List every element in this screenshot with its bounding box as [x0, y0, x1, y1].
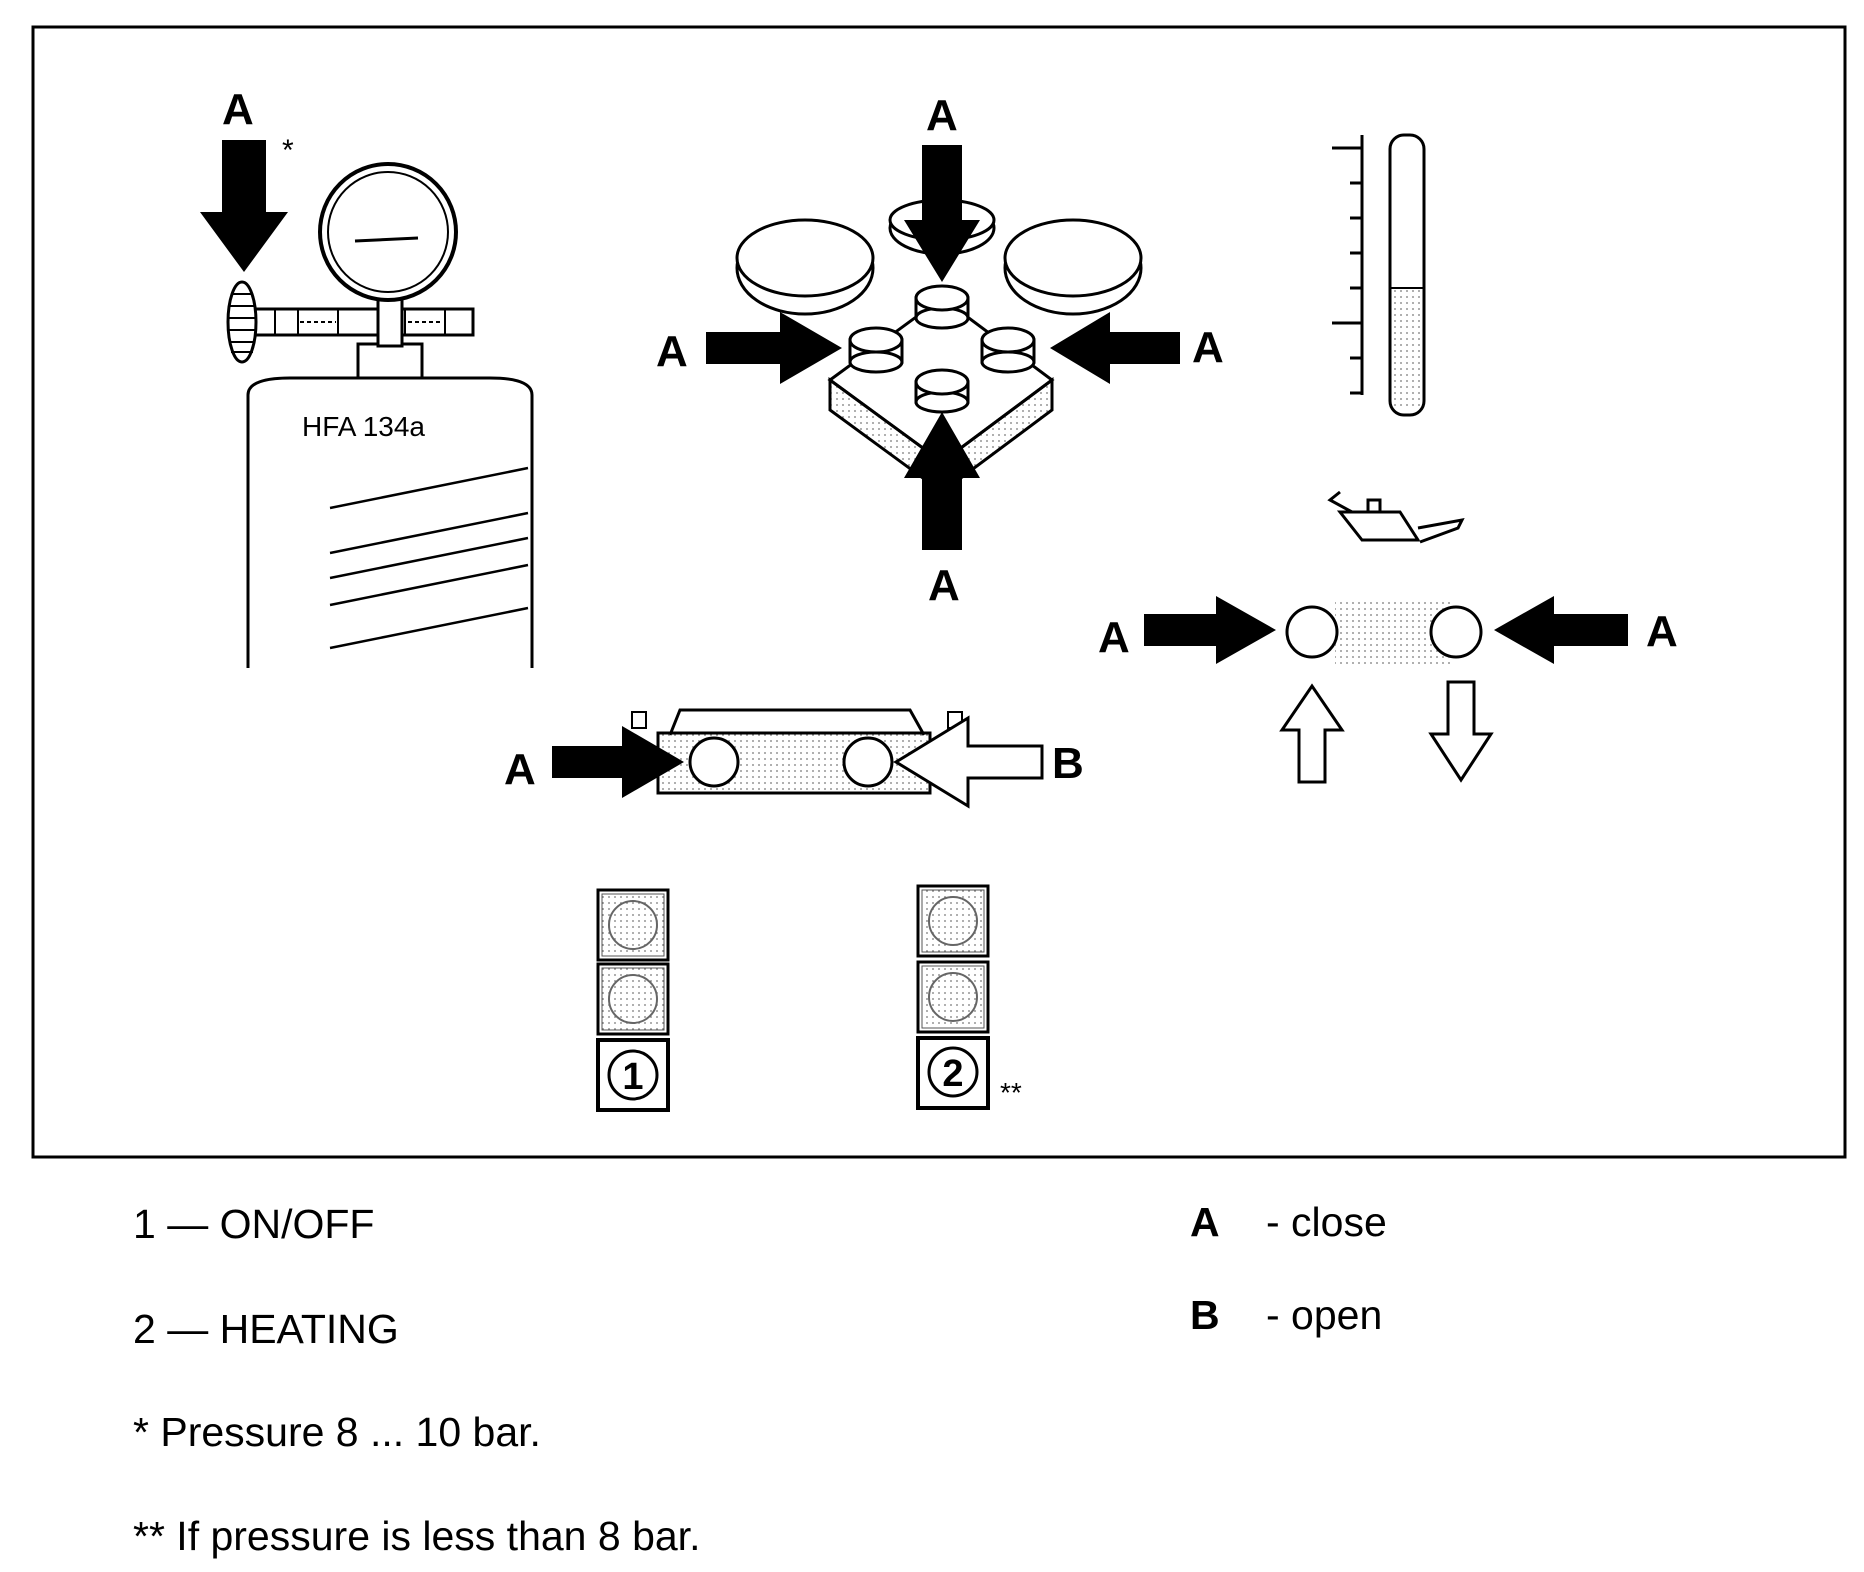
heating-button-column: 2 **: [916, 884, 1022, 1110]
legend-item-heating: 2 — HEATING: [133, 1306, 399, 1352]
legend-note-pressure: * Pressure 8 ... 10 bar.: [133, 1409, 541, 1455]
label-a: A: [1098, 613, 1130, 662]
label-a: A: [928, 561, 960, 610]
legend-note-low-pressure: ** If pressure is less than 8 bar.: [133, 1513, 701, 1559]
down-arrow-icon: [1428, 680, 1494, 783]
label-a: A: [1646, 607, 1678, 656]
legend-value-close: - close: [1266, 1199, 1387, 1245]
legend-item-close: A - close: [1190, 1198, 1387, 1246]
manifold-gauge-set: [735, 198, 1143, 495]
oil-level-tube: [1332, 133, 1426, 417]
open-arrow-bar: [893, 715, 1044, 809]
on-off-button-column: 1: [596, 888, 670, 1112]
pressure-gauge: [318, 162, 458, 302]
label-a: A: [222, 85, 254, 134]
oil-fill-connection: [1285, 598, 1483, 666]
up-arrow-icon: [1279, 683, 1345, 784]
close-arrows-manifold: [706, 145, 1180, 550]
oil-can-icon: [1327, 490, 1465, 544]
refrigerant-cylinder: HFA 134a: [226, 162, 534, 668]
legend-item-open: B - open: [1190, 1291, 1382, 1339]
close-arrows-oil: [1144, 596, 1628, 664]
label-a: A: [1192, 323, 1224, 372]
button-number-2: 2: [942, 1053, 963, 1095]
close-arrow-cylinder: A *: [200, 85, 294, 272]
label-b: B: [1052, 739, 1084, 788]
legend-key-a: A: [1190, 1199, 1220, 1245]
flow-arrows-oil: [1279, 680, 1494, 784]
diagram-frame: [31, 25, 1847, 1159]
button-number-1: 1: [622, 1056, 643, 1098]
label-a: A: [656, 327, 688, 376]
label-a: A: [504, 745, 536, 794]
legend-value-open: - open: [1266, 1292, 1383, 1338]
low-pressure-mark: **: [1000, 1077, 1022, 1108]
gauge-needle: [354, 236, 419, 243]
pressure-mark: *: [282, 134, 294, 167]
valve-connection-bar: [631, 708, 963, 795]
cylinder-label: HFA 134a: [302, 411, 425, 442]
legend-key-b: B: [1190, 1292, 1220, 1338]
close-arrow-bar: [552, 726, 684, 798]
legend-item-on-off: 1 — ON/OFF: [133, 1201, 375, 1247]
label-a: A: [926, 91, 958, 140]
